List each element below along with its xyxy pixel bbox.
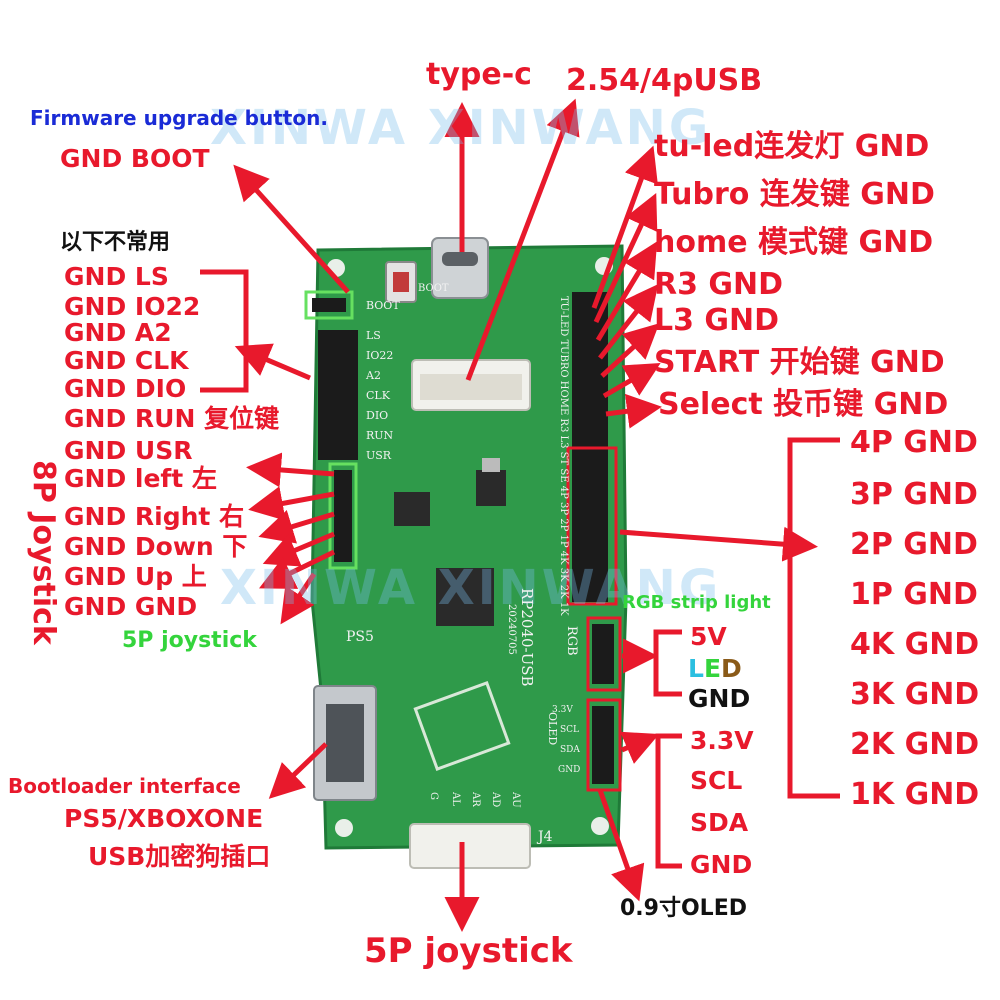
watermark-top: XINWA XINWANG bbox=[210, 100, 712, 156]
silk-bottom-pin-4: AU bbox=[510, 792, 521, 808]
label-joy-gnd: GND GND bbox=[64, 592, 198, 621]
label-right-btn-1: Tubro 连发键 GND bbox=[654, 177, 935, 212]
label-oled-pin-0: 3.3V bbox=[690, 726, 754, 755]
label-rgb-led-d: D bbox=[721, 654, 742, 683]
label-oled-pin-3: GND bbox=[690, 850, 753, 879]
label-right-btn-3: R3 GND bbox=[654, 267, 784, 302]
label-joy-up: GND Up 上 bbox=[64, 562, 207, 591]
silk-right-vertical: TU-LED TUBRO HOME R3 L3 ST SE 4P 3P 2P 1… bbox=[558, 296, 569, 616]
silk-date: 20240705 bbox=[506, 604, 517, 655]
label-5p-joystick-bottom: 5P joystick bbox=[364, 931, 573, 971]
silk-oled-pin-0: 3.3V bbox=[552, 705, 573, 715]
silk-chip: RP2040-USB bbox=[518, 588, 536, 687]
label-rgb-5v: 5V bbox=[690, 622, 727, 651]
label-right-gnd-3: 1P GND bbox=[850, 577, 978, 612]
label-left-pin-2: GND A2 bbox=[64, 318, 172, 347]
flash-chip bbox=[394, 492, 430, 526]
boot-pins-highlight bbox=[304, 290, 354, 320]
silk-j4: J4 bbox=[538, 829, 553, 845]
label-right-btn-4: L3 GND bbox=[654, 303, 780, 338]
silk-bottom-pin-0: G bbox=[428, 792, 439, 800]
label-right-gnd-5: 3K GND bbox=[850, 677, 980, 712]
silk-oled: OLED bbox=[546, 712, 559, 746]
silk-left-col-4: CLK bbox=[366, 389, 390, 402]
silk-rgb: RGB bbox=[564, 626, 579, 656]
label-joy-left: GND left 左 bbox=[64, 464, 217, 493]
label-typec: type-c bbox=[426, 57, 532, 92]
label-rgb-gnd: GND bbox=[688, 684, 751, 713]
label-oled-title: 0.9寸OLED bbox=[620, 896, 747, 921]
label-rarely-used: 以下不常用 bbox=[60, 230, 171, 255]
label-left-pin-0: GND LS bbox=[64, 262, 169, 291]
label-8p-joystick: 8P Joystick bbox=[26, 460, 61, 645]
label-5p-joystick-small: 5P joystick bbox=[122, 628, 257, 653]
label-rgb-led: LED bbox=[688, 656, 742, 681]
oled-header-highlight bbox=[586, 698, 622, 792]
label-firmware-button: Firmware upgrade button. bbox=[30, 106, 328, 130]
label-gnd-boot: GND BOOT bbox=[60, 144, 210, 173]
label-joy-down: GND Down 下 bbox=[64, 532, 248, 561]
silk-oled-pin-1: SCL bbox=[560, 725, 580, 735]
label-joy-right: GND Right 右 bbox=[64, 502, 245, 531]
label-ps5-xboxone: PS5/XBOXONE bbox=[64, 804, 264, 833]
label-left-pin-1: GND IO22 bbox=[64, 292, 201, 321]
label-left-pin-4: GND DIO bbox=[64, 374, 187, 403]
regulator-chip bbox=[476, 470, 506, 506]
board-logo bbox=[413, 681, 511, 771]
label-left-pin-5: GND RUN 复位键 bbox=[64, 404, 280, 433]
label-right-btn-2: home 模式键 GND bbox=[654, 225, 934, 260]
watermark-bottom: XINWA XINWANG bbox=[220, 560, 722, 616]
silk-left-col-5: DIO bbox=[366, 409, 389, 422]
silk-oled-pin-2: SDA bbox=[560, 745, 580, 755]
label-oled-pin-1: SCL bbox=[690, 766, 743, 795]
left-pin-header bbox=[318, 330, 358, 460]
mcu-chip bbox=[436, 568, 494, 626]
silk-left-col-7: USR bbox=[366, 449, 392, 462]
label-right-gnd-2: 2P GND bbox=[850, 527, 978, 562]
silk-left-col-0: BOOT bbox=[366, 299, 400, 312]
label-right-gnd-0: 4P GND bbox=[850, 425, 978, 460]
label-oled-pin-2: SDA bbox=[690, 808, 749, 837]
label-right-btn-0: tu-led连发灯 GND bbox=[654, 129, 930, 164]
label-rgb-title: RGB strip light bbox=[622, 592, 771, 613]
silk-left-col-3: A2 bbox=[366, 369, 381, 382]
label-rgb-led-e: E bbox=[703, 654, 722, 683]
label-right-gnd-4: 4K GND bbox=[850, 627, 980, 662]
label-left-pin-3: GND CLK bbox=[64, 346, 189, 375]
silk-boot: BOOT bbox=[418, 283, 449, 294]
silk-ps5: PS5 bbox=[346, 629, 374, 645]
silk-left-col-2: IO22 bbox=[366, 349, 394, 362]
label-right-btn-6: Select 投币键 GND bbox=[658, 387, 949, 422]
silk-bottom-pin-3: AD bbox=[490, 792, 501, 808]
rgb-header-highlight bbox=[586, 616, 622, 692]
label-rgb-led-l: L bbox=[688, 654, 704, 683]
silk-left-col-6: RUN bbox=[366, 429, 394, 442]
j4-connector bbox=[409, 823, 531, 869]
annotation-arrows bbox=[200, 98, 840, 932]
label-usb-4p: 2.54/4pUSB bbox=[566, 63, 763, 98]
label-usb-dongle: USB加密狗插口 bbox=[88, 842, 271, 871]
label-right-gnd-1: 3P GND bbox=[850, 477, 978, 512]
label-bootloader: Bootloader interface bbox=[8, 774, 241, 798]
silk-bottom-pin-1: AL bbox=[450, 792, 461, 806]
silk-oled-pin-3: GND bbox=[558, 765, 581, 775]
label-right-gnd-7: 1K GND bbox=[850, 777, 980, 812]
silk-left-col-1: LS bbox=[366, 329, 381, 342]
label-left-pin-6: GND USR bbox=[64, 436, 193, 465]
right-lower-highlight bbox=[566, 446, 618, 606]
silk-bottom-pin-2: AR bbox=[470, 792, 481, 807]
label-right-btn-5: START 开始键 GND bbox=[654, 345, 945, 380]
label-right-gnd-6: 2K GND bbox=[850, 727, 980, 762]
